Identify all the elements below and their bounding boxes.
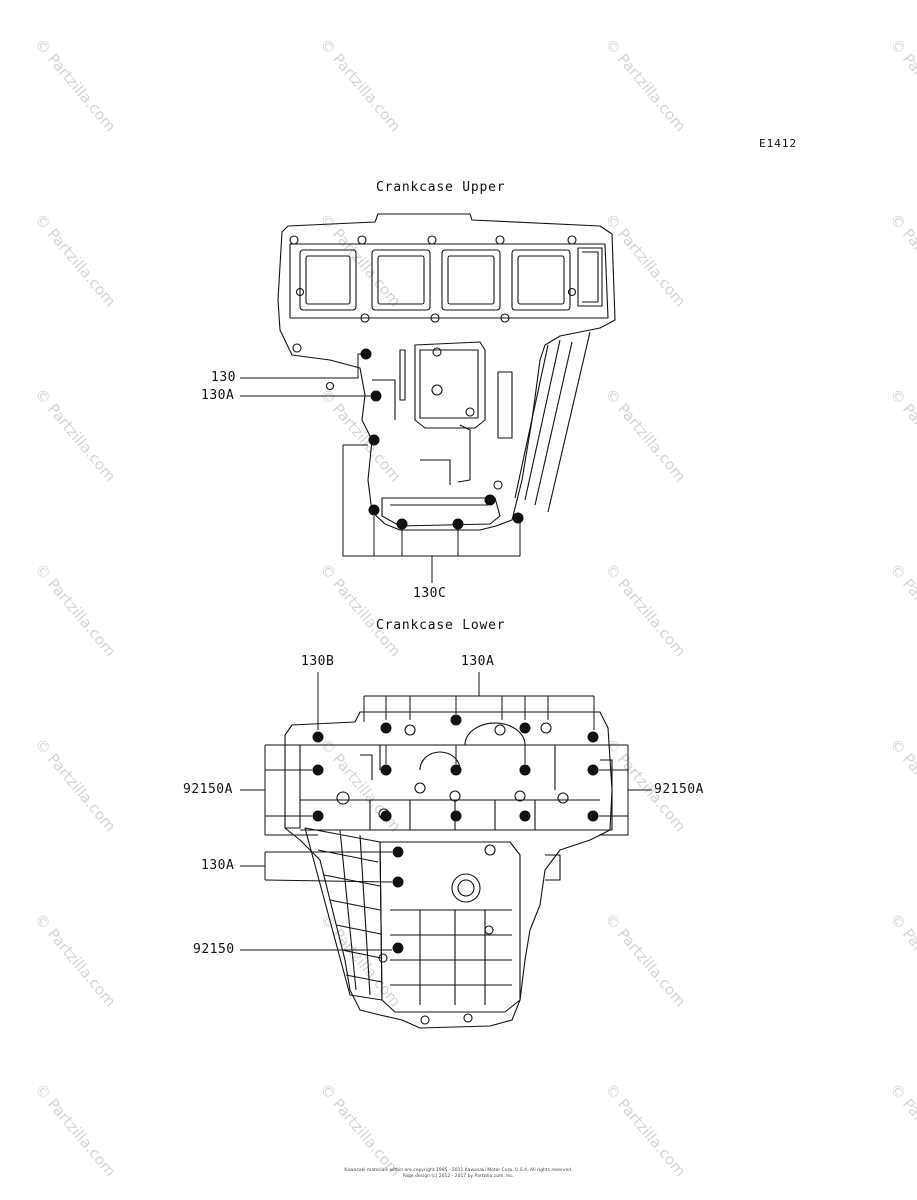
upper-section-title: Crankcase Upper xyxy=(376,180,506,195)
callout-130[interactable]: 130 xyxy=(211,370,236,385)
callout-130b[interactable]: 130B xyxy=(301,654,335,669)
copyright-line-2: Page design (c) 2012 - 2017 by Partzilla… xyxy=(402,1174,515,1179)
upper-bolts xyxy=(360,348,524,530)
callout-92150[interactable]: 92150 xyxy=(193,942,235,957)
upper-crankcase xyxy=(277,213,616,531)
callout-130a-upper[interactable]: 130A xyxy=(201,388,235,403)
lower-callout-lines xyxy=(240,672,652,951)
callout-92150a-right[interactable]: 92150A xyxy=(654,782,704,797)
callout-130c[interactable]: 130C xyxy=(413,586,447,601)
callout-130a-lower-top[interactable]: 130A xyxy=(461,654,495,669)
callout-130a-lower-left[interactable]: 130A xyxy=(201,858,235,873)
lower-section-title: Crankcase Lower xyxy=(376,618,506,633)
copyright-footer: Kawasaki materials within are copyright … xyxy=(300,1168,617,1180)
lower-crankcase xyxy=(284,711,613,1029)
copyright-line-1: Kawasaki materials within are copyright … xyxy=(344,1168,573,1173)
lower-bolts xyxy=(312,714,599,954)
callout-92150a-left[interactable]: 92150A xyxy=(183,782,233,797)
upper-callout-lines xyxy=(240,353,521,583)
diagram-code: E1412 xyxy=(759,137,798,150)
